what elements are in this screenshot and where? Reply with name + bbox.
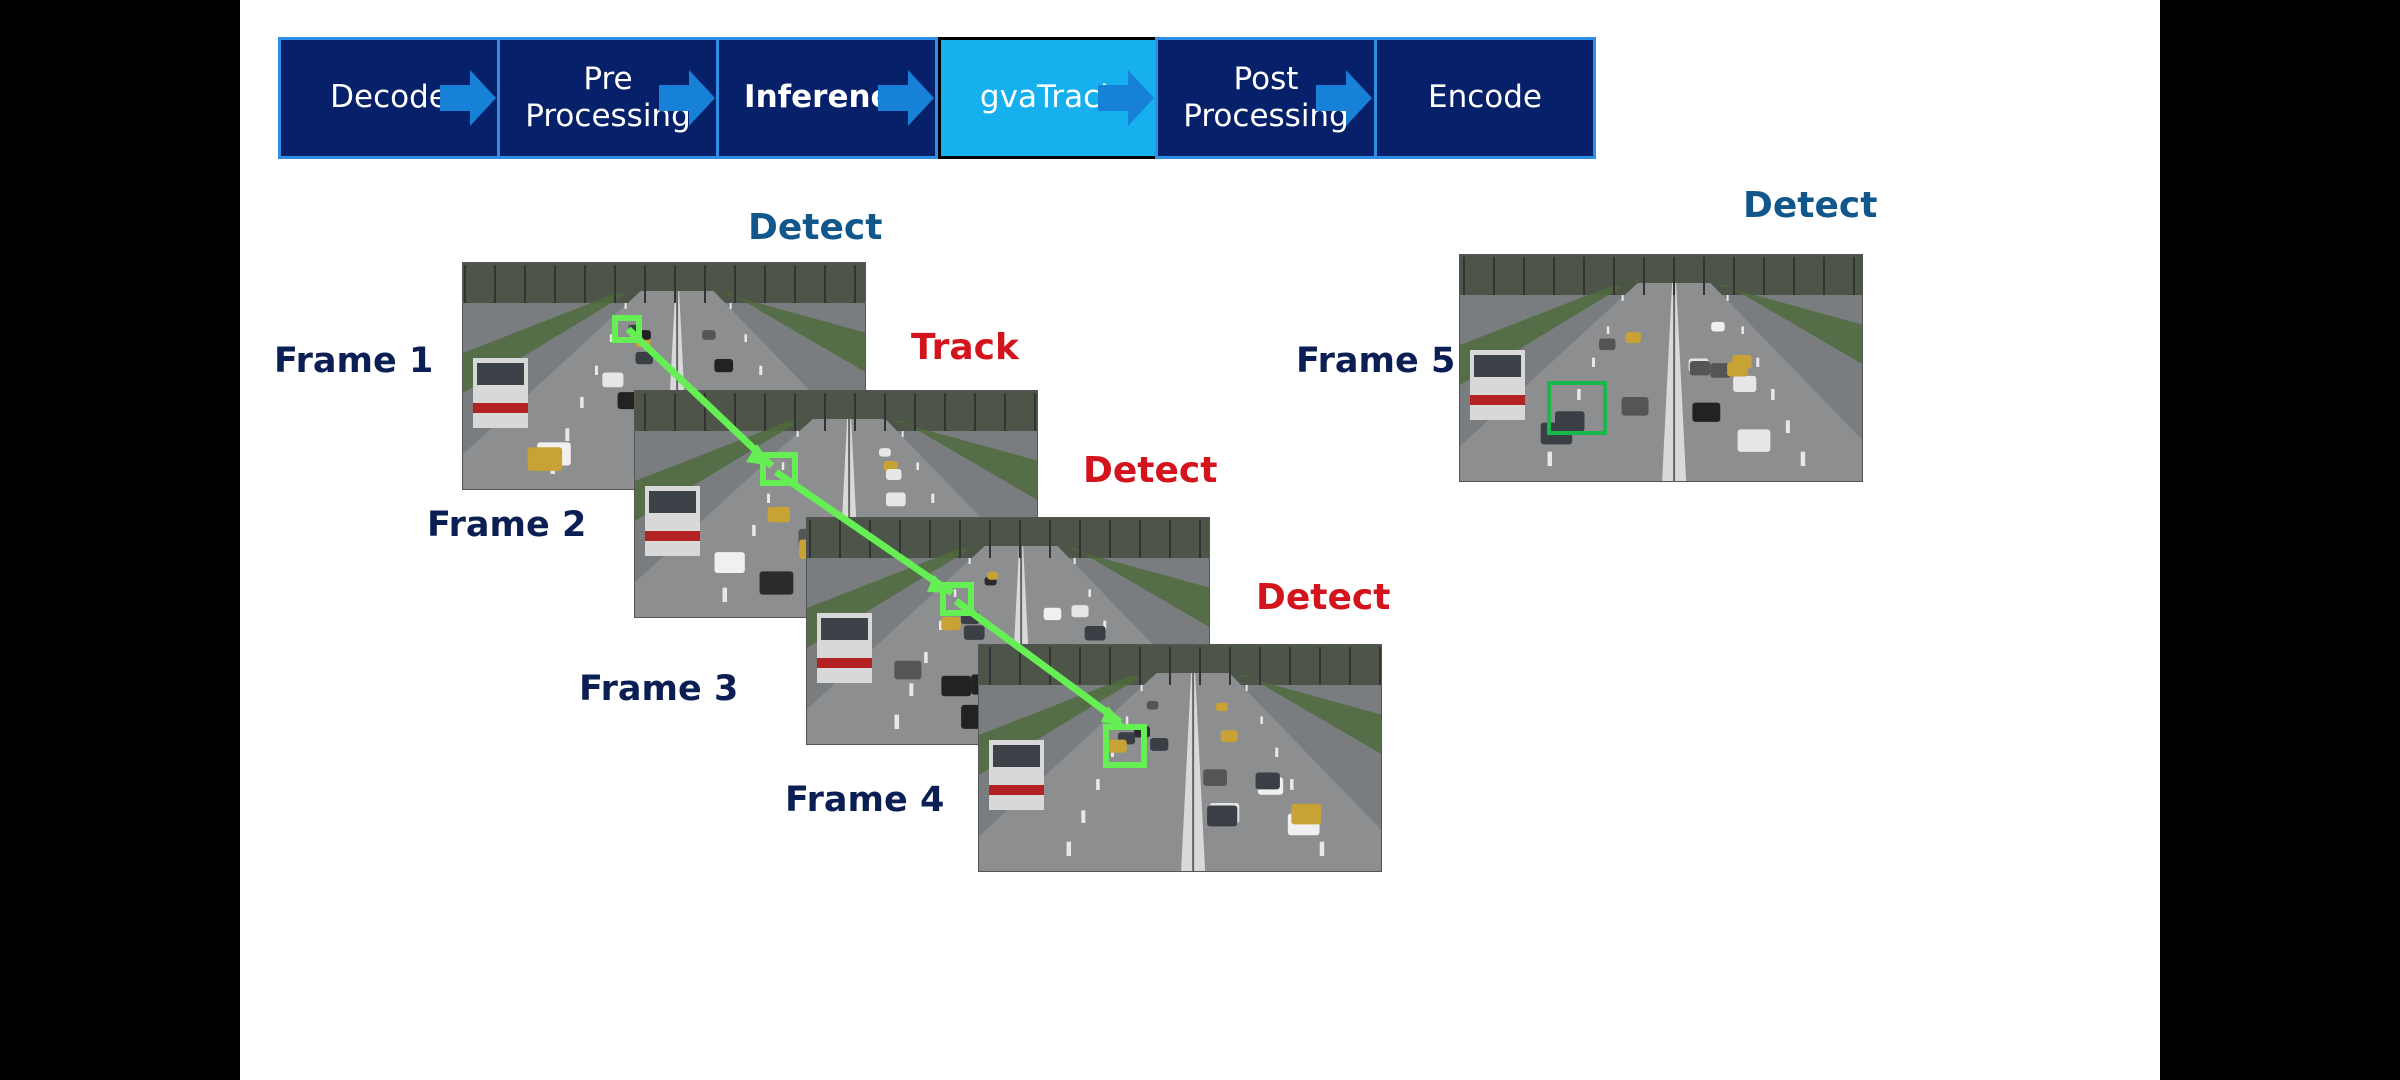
frame-1-label: Frame 1 [274,341,434,381]
frame-2-action-label: Track [911,327,1019,368]
frame-5-action-label: Detect [1743,185,1878,226]
pipeline-arrow-icon [1316,70,1372,126]
pipeline-arrow-icon [1098,70,1154,126]
road-scene [979,645,1381,871]
road-scene [1460,255,1862,481]
pipeline-arrow-icon [659,70,715,126]
frame-3-action-label: Detect [1083,450,1218,491]
frame-4-image [978,644,1382,872]
frame-4-action-label: Detect [1256,577,1391,618]
pipeline-arrow-icon [440,70,496,126]
frame-1-action-label: Detect [748,207,883,248]
frame-5-label: Frame 5 [1296,341,1456,381]
slide: Decode Pre Processing Inference gvaTrack… [240,0,2160,1080]
frame-4-label: Frame 4 [785,780,945,820]
stage-encode: Encode [1374,37,1596,159]
frame-5-image [1459,254,1863,482]
frame-2-label: Frame 2 [427,505,587,545]
frame-3-label: Frame 3 [579,669,739,709]
pipeline-arrow-icon [878,70,934,126]
